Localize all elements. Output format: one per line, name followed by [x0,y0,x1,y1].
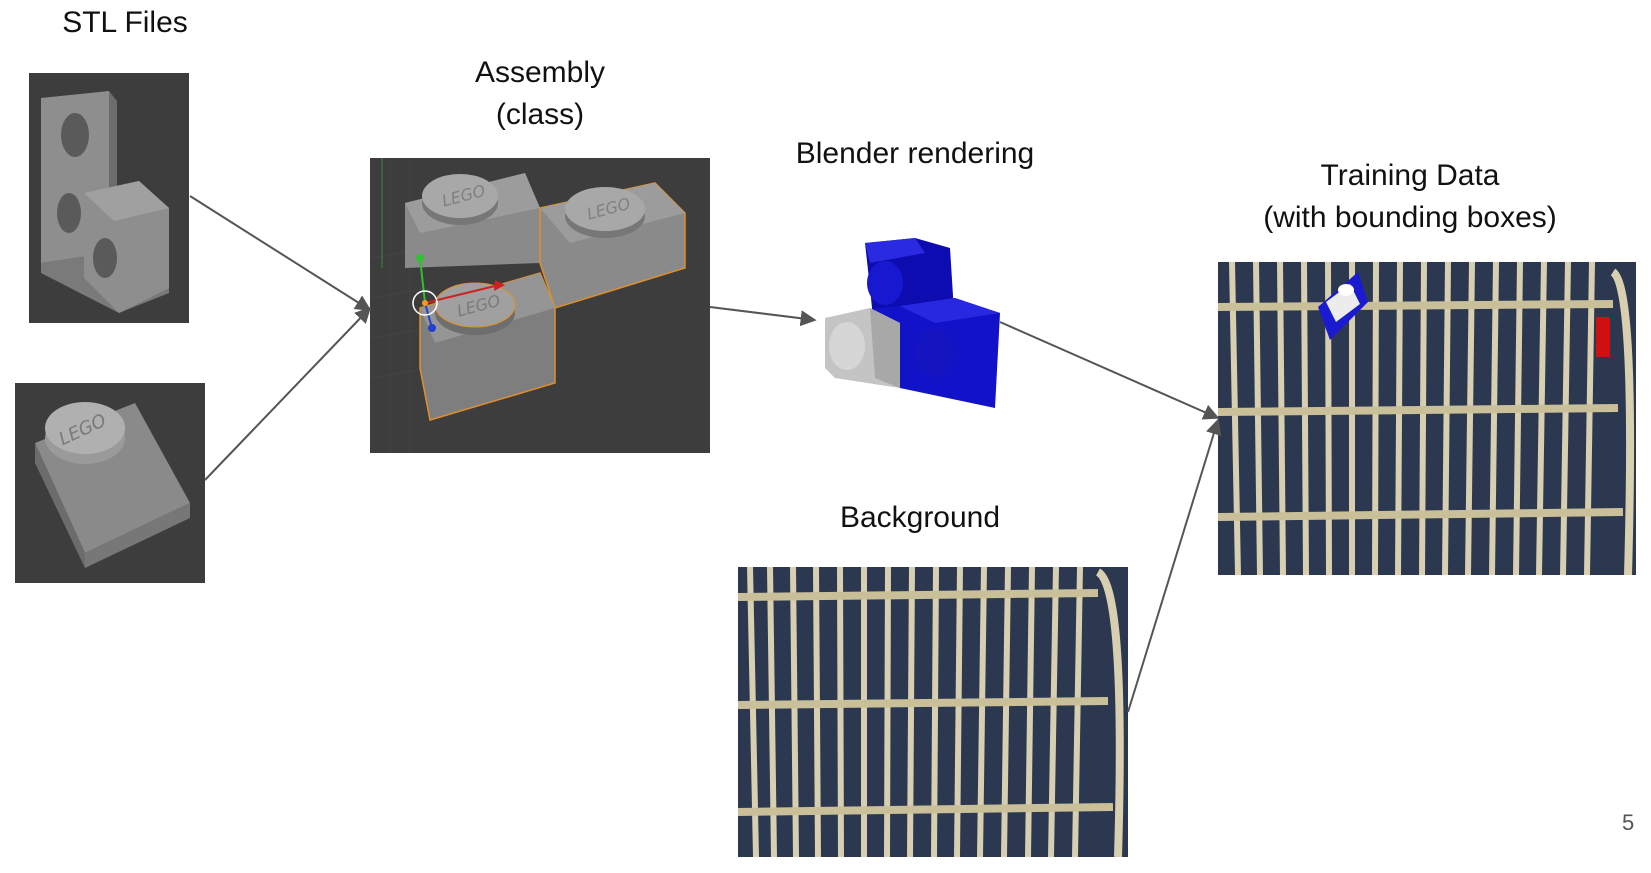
arrow-stl1-to-assembly [189,195,372,311]
background-label: Background [839,501,1001,534]
stl-file-l-brick-viewport [29,73,189,323]
training-image-with-bricks [1218,262,1636,575]
arrow-render-to-training [999,321,1220,420]
l-brick-model [41,91,169,313]
arrow-background-to-training [1127,418,1222,713]
blender-render-image [815,228,1000,413]
page-number: 5 [1622,810,1635,835]
training-data-label: Training Data (with bounding boxes) [1263,159,1557,234]
assembly-label: Assembly (class) [474,56,606,131]
stl-files-label: STL Files [62,6,188,39]
training-brick-blue-white [1318,272,1368,340]
background-image [738,567,1128,857]
rattan-background [738,567,1128,857]
stl-file-1x1-brick-viewport: LEGO [15,383,205,583]
rendered-bricks [825,238,1000,408]
training-data-image [1218,262,1636,575]
arrow-assembly-to-render [709,306,817,327]
blender-rendering-label: Blender rendering [795,137,1035,170]
assembly-viewport: LEGO LEGO LEGO [370,158,710,453]
arrow-stl2-to-assembly [204,306,372,481]
assembly-model: LEGO LEGO LEGO [370,158,686,453]
training-brick-red [1596,317,1610,357]
1x1-brick-model: LEGO [35,402,190,568]
